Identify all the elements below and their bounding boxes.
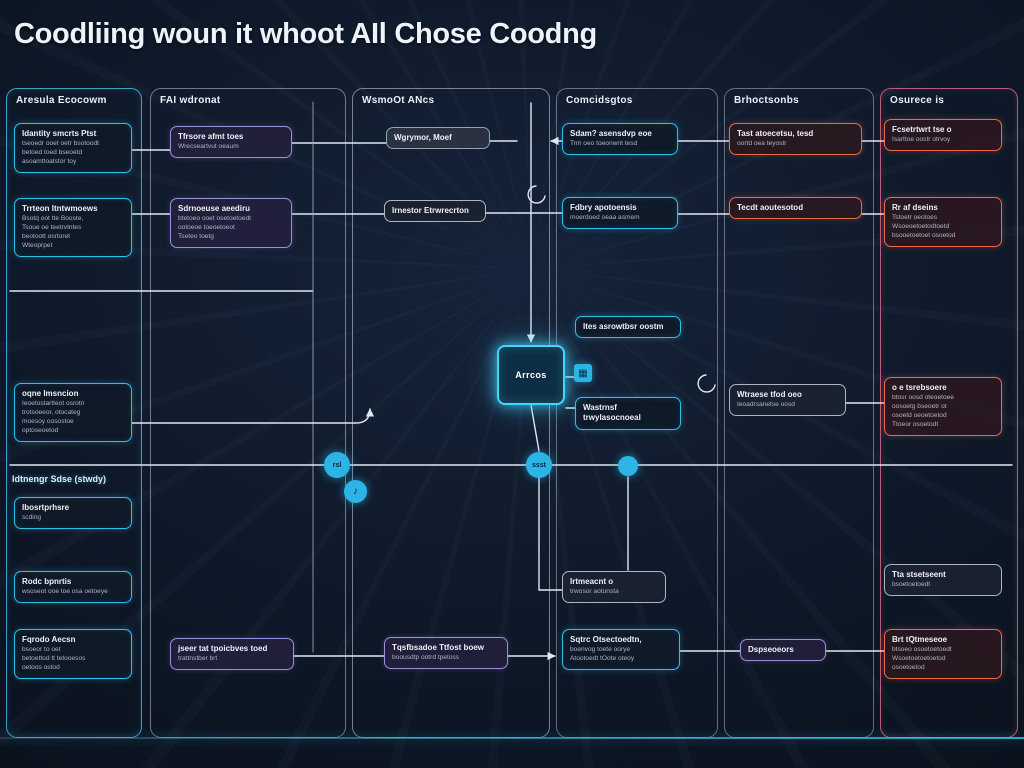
flow-node: Ibosrtprhsre scding bbox=[14, 497, 132, 530]
node-title: Brt tQtmeseoe bbox=[892, 635, 948, 644]
lane-header: WsmoOt ANcs bbox=[362, 95, 435, 106]
node-title: Fcsetrtwrt tse o bbox=[892, 125, 952, 134]
node-title: Ites asrowtbsr oostm bbox=[583, 322, 664, 331]
node-title: Tta stsetseent bbox=[892, 570, 946, 579]
flow-node: Tast atoecetsu, tesd oortd oea teyostr bbox=[729, 123, 862, 156]
central-node: Arrcos bbox=[497, 345, 565, 405]
flow-node: Wtraese tfod oeo Ieoadrsanetse oosd bbox=[729, 384, 846, 417]
lane-header: FAI wdronat bbox=[160, 95, 221, 106]
flow-node: Tecdt aoutesotod bbox=[729, 197, 862, 220]
note-icon: ♪ bbox=[344, 480, 367, 503]
flow-node: Dspseoeors bbox=[740, 639, 826, 662]
flow-node: Irnestor Etrwrecrton bbox=[384, 200, 486, 223]
bottom-accent-line bbox=[0, 737, 1024, 739]
node-title: Tqsfbsadoe Ttfost boew bbox=[392, 643, 484, 652]
node-body: tseoedr ooet oetr bsotoodt betoed toed b… bbox=[22, 140, 99, 166]
node-body: trattnstber brt bbox=[178, 655, 218, 663]
node-title: Fqrodo Aecsn bbox=[22, 635, 76, 644]
node-body: moerdoed oeaa asmem bbox=[570, 214, 640, 222]
node-body: btetoeo ooet osetoetoedt ootoeoe toeoeto… bbox=[178, 215, 251, 241]
node-body: Isarttoe oostr otrvoy bbox=[892, 136, 951, 144]
flow-node: Rodc bpnrtis wsoseot ooe toe osa oetoeye bbox=[14, 571, 132, 604]
page-title: Coodliing woun it whoot AIl Chose Coodng bbox=[14, 18, 597, 50]
flow-node: Sdrnoeuse aeediru btetoeo ooet osetoetoe… bbox=[170, 198, 292, 249]
node-title: Sdrnoeuse aeediru bbox=[178, 204, 251, 213]
flow-node: o e tsrebsoere btosr oosd oteoetoee ooso… bbox=[884, 377, 1002, 436]
node-body: Trm oeo toeonwnt tesd bbox=[570, 140, 638, 148]
flow-node: Tqsfbsadoe Ttfost boew boousdtp ootrd tp… bbox=[384, 637, 508, 670]
status-badge: rsl bbox=[324, 452, 350, 478]
flow-node: Ites asrowtbsr oostm bbox=[575, 316, 681, 339]
flow-node: oqne Imsncion Ieoetostartteot osrotn tro… bbox=[14, 383, 132, 442]
flow-node: Fcsetrtwrt tse o Isarttoe oostr otrvoy bbox=[884, 119, 1002, 152]
flow-node: Wastrnsf trwylasocnoeal bbox=[575, 397, 681, 430]
flow-node: Tfrsore afmt toes Wrecseartvut oeaum bbox=[170, 126, 292, 159]
node-title: o e tsrebsoere bbox=[892, 383, 947, 392]
node-title: Tecdt aoutesotod bbox=[737, 203, 804, 212]
node-body: Ieoadrsanetse oosd bbox=[737, 401, 795, 409]
node-title: Rr af dseins bbox=[892, 203, 938, 212]
node-body: boenvog toete oorye Atootoedt tOote oteo… bbox=[570, 646, 635, 663]
node-body: boousdtp ootrd tpetoss bbox=[392, 654, 460, 662]
node-title: Tfrsore afmt toes bbox=[178, 132, 244, 141]
section-label: Idtnengr Sdse (stwdy) bbox=[12, 474, 107, 484]
node-body: Tstoetr oeotoes Wsoeoetoetodtoetd bsooet… bbox=[892, 214, 956, 240]
flow-node: Irtmeacnt o trwosor aotunsta bbox=[562, 571, 666, 604]
lane-header: Aresula Ecocowm bbox=[16, 95, 107, 106]
node-title: Sdam? asensdvp eoe bbox=[570, 129, 652, 138]
flow-node: Rr af dseins Tstoetr oeotoes Wsoeoetoeto… bbox=[884, 197, 1002, 248]
lane-header: Osurece is bbox=[890, 95, 945, 106]
status-badge bbox=[618, 456, 638, 476]
lane-header: Brhoctsonbs bbox=[734, 95, 799, 106]
node-body: Wrecseartvut oeaum bbox=[178, 143, 239, 151]
node-body: Bsotq oot tte Booste, Tsoue oe teetrvtnt… bbox=[22, 215, 84, 250]
node-body: Ieoetostartteot osrotn trotsoeeor, otoca… bbox=[22, 400, 85, 435]
node-body: oortd oea teyostr bbox=[737, 140, 787, 148]
status-badge: ssst bbox=[526, 452, 552, 478]
node-body: trwosor aotunsta bbox=[570, 588, 619, 596]
node-body: btsoeo osoetoetoedt Wsoetoetoetoetod oso… bbox=[892, 646, 952, 672]
chip-icon: ▦ bbox=[574, 364, 592, 382]
flow-node: Sdam? asensdvp eoe Trm oeo toeonwnt tesd bbox=[562, 123, 678, 156]
flow-node: Idantity smcrts Ptst tseoedr ooet oetr b… bbox=[14, 123, 132, 174]
flow-node: Brt tQtmeseoe btsoeo osoetoetoedt Wsoeto… bbox=[884, 629, 1002, 680]
node-title: Irnestor Etrwrecrton bbox=[392, 206, 469, 215]
flow-node: Trrteon Itntwmoews Bsotq oot tte Booste,… bbox=[14, 198, 132, 257]
node-body: btosr oosd oteoetoee oosoetg bseoetr ot … bbox=[892, 394, 954, 429]
flow-node: Wgrymor, Moef bbox=[386, 127, 490, 150]
node-title: Idantity smcrts Ptst bbox=[22, 129, 97, 138]
node-title: Rodc bpnrtis bbox=[22, 577, 72, 586]
node-title: Wgrymor, Moef bbox=[394, 133, 452, 142]
node-body: scding bbox=[22, 514, 42, 522]
flow-node: Fqrodo Aecsn bsoeor to oet betoettod tt … bbox=[14, 629, 132, 680]
node-body: bsoetoetoedt bbox=[892, 581, 931, 589]
flow-node: Sqtrc Otsectoedtn, boenvog toete oorye A… bbox=[562, 629, 680, 671]
node-title: Trrteon Itntwmoews bbox=[22, 204, 98, 213]
lane-header: Comcidsgtos bbox=[566, 95, 633, 106]
node-title: oqne Imsncion bbox=[22, 389, 79, 398]
node-title: Dspseoeors bbox=[748, 645, 794, 654]
node-title: jseer tat tpoicbves toed bbox=[178, 644, 268, 653]
flow-node: jseer tat tpoicbves toed trattnstber brt bbox=[170, 638, 294, 671]
node-title: Tast atoecetsu, tesd bbox=[737, 129, 814, 138]
node-title: Fdbry apotoensis bbox=[570, 203, 637, 212]
flow-node: Tta stsetseent bsoetoetoedt bbox=[884, 564, 1002, 597]
node-title: Ibosrtprhsre bbox=[22, 503, 70, 512]
node-body: bsoeor to oet betoettod tt tetooesos oet… bbox=[22, 646, 86, 672]
node-title: Irtmeacnt o bbox=[570, 577, 614, 586]
node-title: Wtraese tfod oeo bbox=[737, 390, 802, 399]
node-body: wsoseot ooe toe osa oetoeye bbox=[22, 588, 108, 596]
node-title: Wastrnsf trwylasocnoeal bbox=[583, 403, 641, 423]
flow-node: Fdbry apotoensis moerdoed oeaa asmem bbox=[562, 197, 678, 230]
node-title: Sqtrc Otsectoedtn, bbox=[570, 635, 642, 644]
